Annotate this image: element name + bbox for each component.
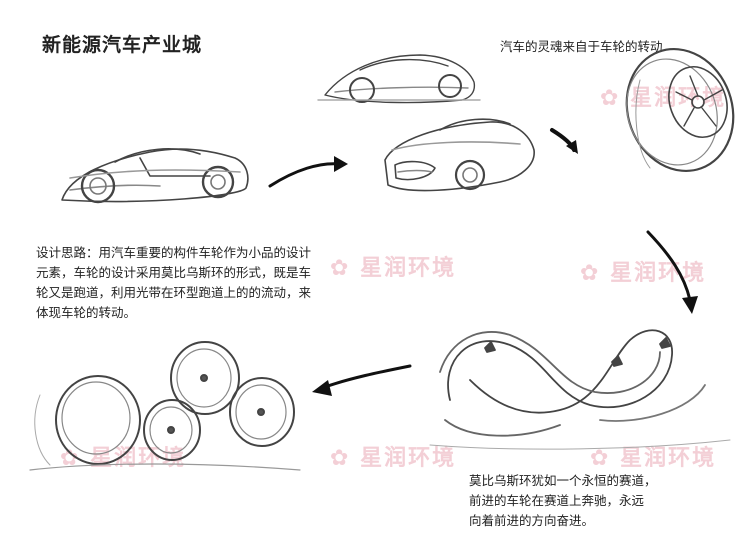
caption-wheel-soul: 汽车的灵魂来自于车轮的转动	[500, 39, 663, 54]
page-title: 新能源汽车产业城	[42, 34, 203, 56]
car-sketch-coupe	[317, 54, 481, 104]
design-line-1: 设计思路：用汽车重要的构件车轮作为小品的设计	[36, 245, 312, 260]
mobius-line-2: 前进的车轮在赛道上奔驰，永远	[469, 493, 645, 508]
mobius-line-1: 莫比乌斯环犹如一个永恒的赛道，	[469, 473, 657, 488]
mobius-strip-sketch	[429, 329, 731, 450]
caption-design-idea: 设计思路：用汽车重要的构件车轮作为小品的设计 元素，车轮的设计采用莫比乌斯环的形…	[36, 243, 366, 323]
arrow-car1-to-car3	[268, 156, 348, 188]
arrow-car-to-wheel	[550, 128, 578, 154]
caption-mobius: 莫比乌斯环犹如一个永恒的赛道， 前进的车轮在赛道上奔驰，永远 向着前进的方向奋进…	[469, 471, 699, 531]
wheel-sketch	[625, 47, 735, 173]
mobius-line-3: 向着前进的方向奋进。	[469, 513, 595, 528]
arrow-wheel-to-mobius	[646, 230, 698, 314]
car-sketch-side	[61, 148, 249, 204]
arrow-mobius-to-wheels	[312, 364, 412, 396]
design-line-2: 元素，车轮的设计采用莫比乌斯环的形式，既是车	[36, 265, 312, 280]
car-sketch-front	[384, 118, 535, 192]
design-line-3: 轮又是跑道，利用光带在环型跑道上的的流动，来	[36, 285, 312, 300]
four-wheels-sketch	[29, 341, 301, 471]
design-line-4: 体现车轮的转动。	[36, 305, 137, 320]
